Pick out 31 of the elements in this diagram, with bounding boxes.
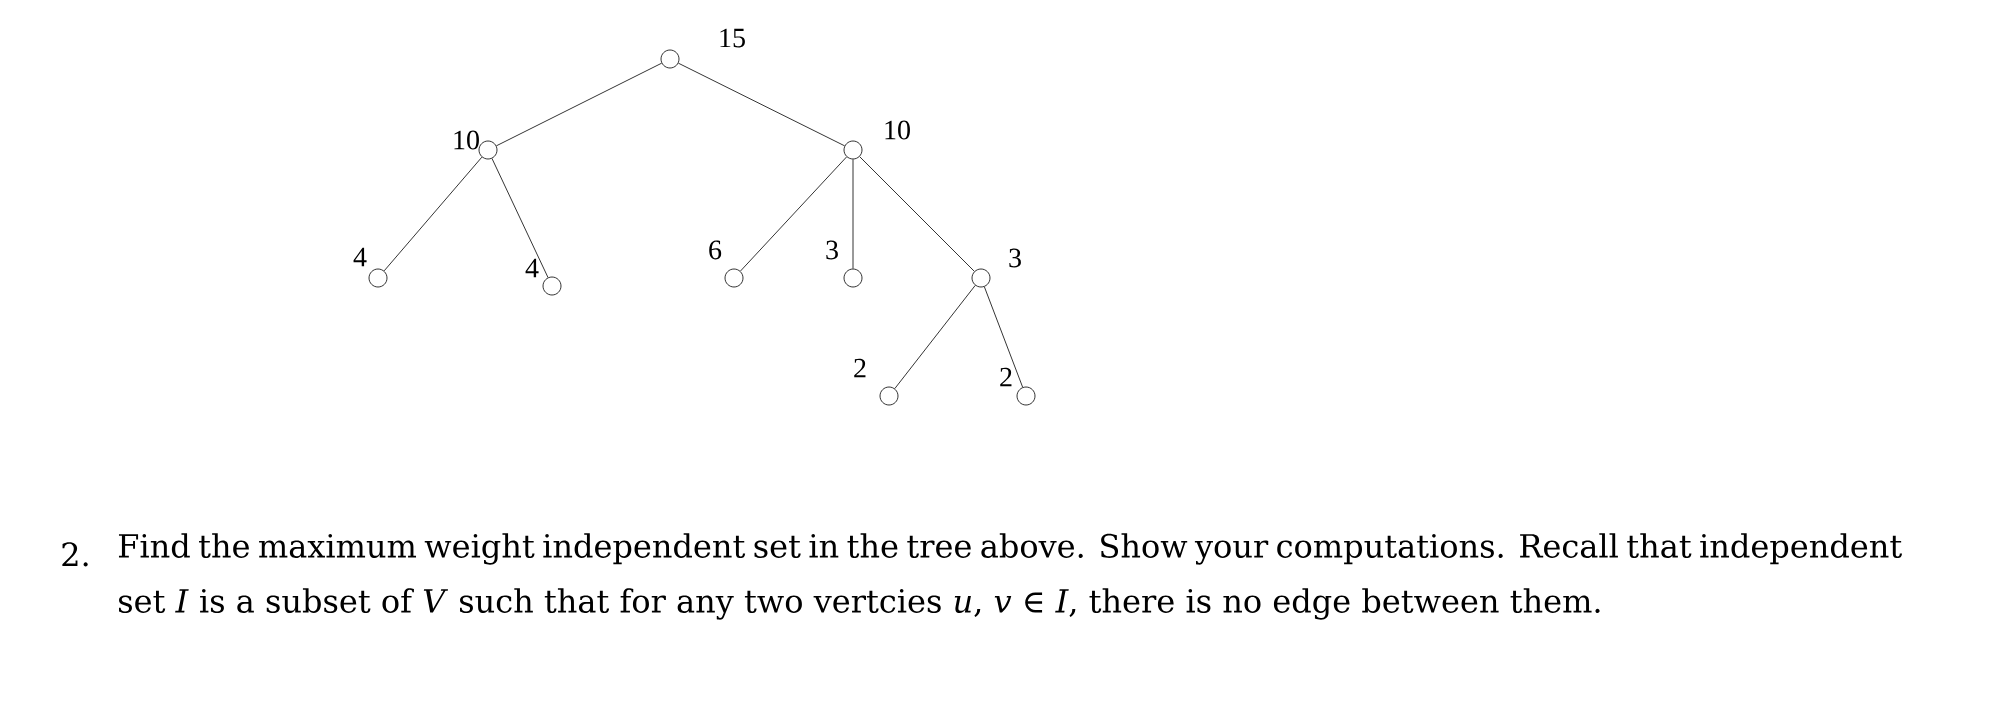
tree-edge (983, 286, 1024, 388)
weight-label: 2 (1000, 367, 1012, 387)
question-text: Find the maximum weight independent set in the tree above. Show your computations. Recall that independent set I is a subset of V such that for any two vertcies u, v ∈ I, there is no edge between them. (119, 533, 1902, 620)
weight-label: 3 (826, 240, 838, 260)
vertex-circle (542, 276, 562, 296)
weight-label: 6 (709, 240, 722, 260)
tree-edge (383, 156, 483, 272)
tree-edge (491, 158, 549, 278)
vertex-circle (879, 386, 899, 406)
item-number: 2. (62, 542, 88, 567)
vertex-circle (843, 140, 863, 160)
tree-edge (678, 62, 845, 147)
weight-label: 10 (885, 120, 910, 140)
vertex-circle (843, 268, 863, 288)
tree-edge (740, 156, 847, 272)
tree-edge (496, 62, 662, 147)
tree-edge (859, 156, 975, 272)
weight-label: 3 (1009, 248, 1021, 268)
vertex-circle (1016, 386, 1036, 406)
weight-label: 4 (353, 247, 367, 267)
vertex-circle (478, 140, 498, 160)
vertex-circle (660, 49, 680, 69)
tree-edge (852, 159, 854, 269)
vertex-circle (724, 268, 744, 288)
weight-label: 2 (854, 358, 866, 378)
tree-edge (894, 285, 976, 389)
vertex-circle (971, 268, 991, 288)
weight-label: 4 (525, 258, 539, 278)
weight-label: 10 (454, 130, 479, 150)
weight-label: 15 (720, 28, 745, 48)
vertex-circle (368, 268, 388, 288)
